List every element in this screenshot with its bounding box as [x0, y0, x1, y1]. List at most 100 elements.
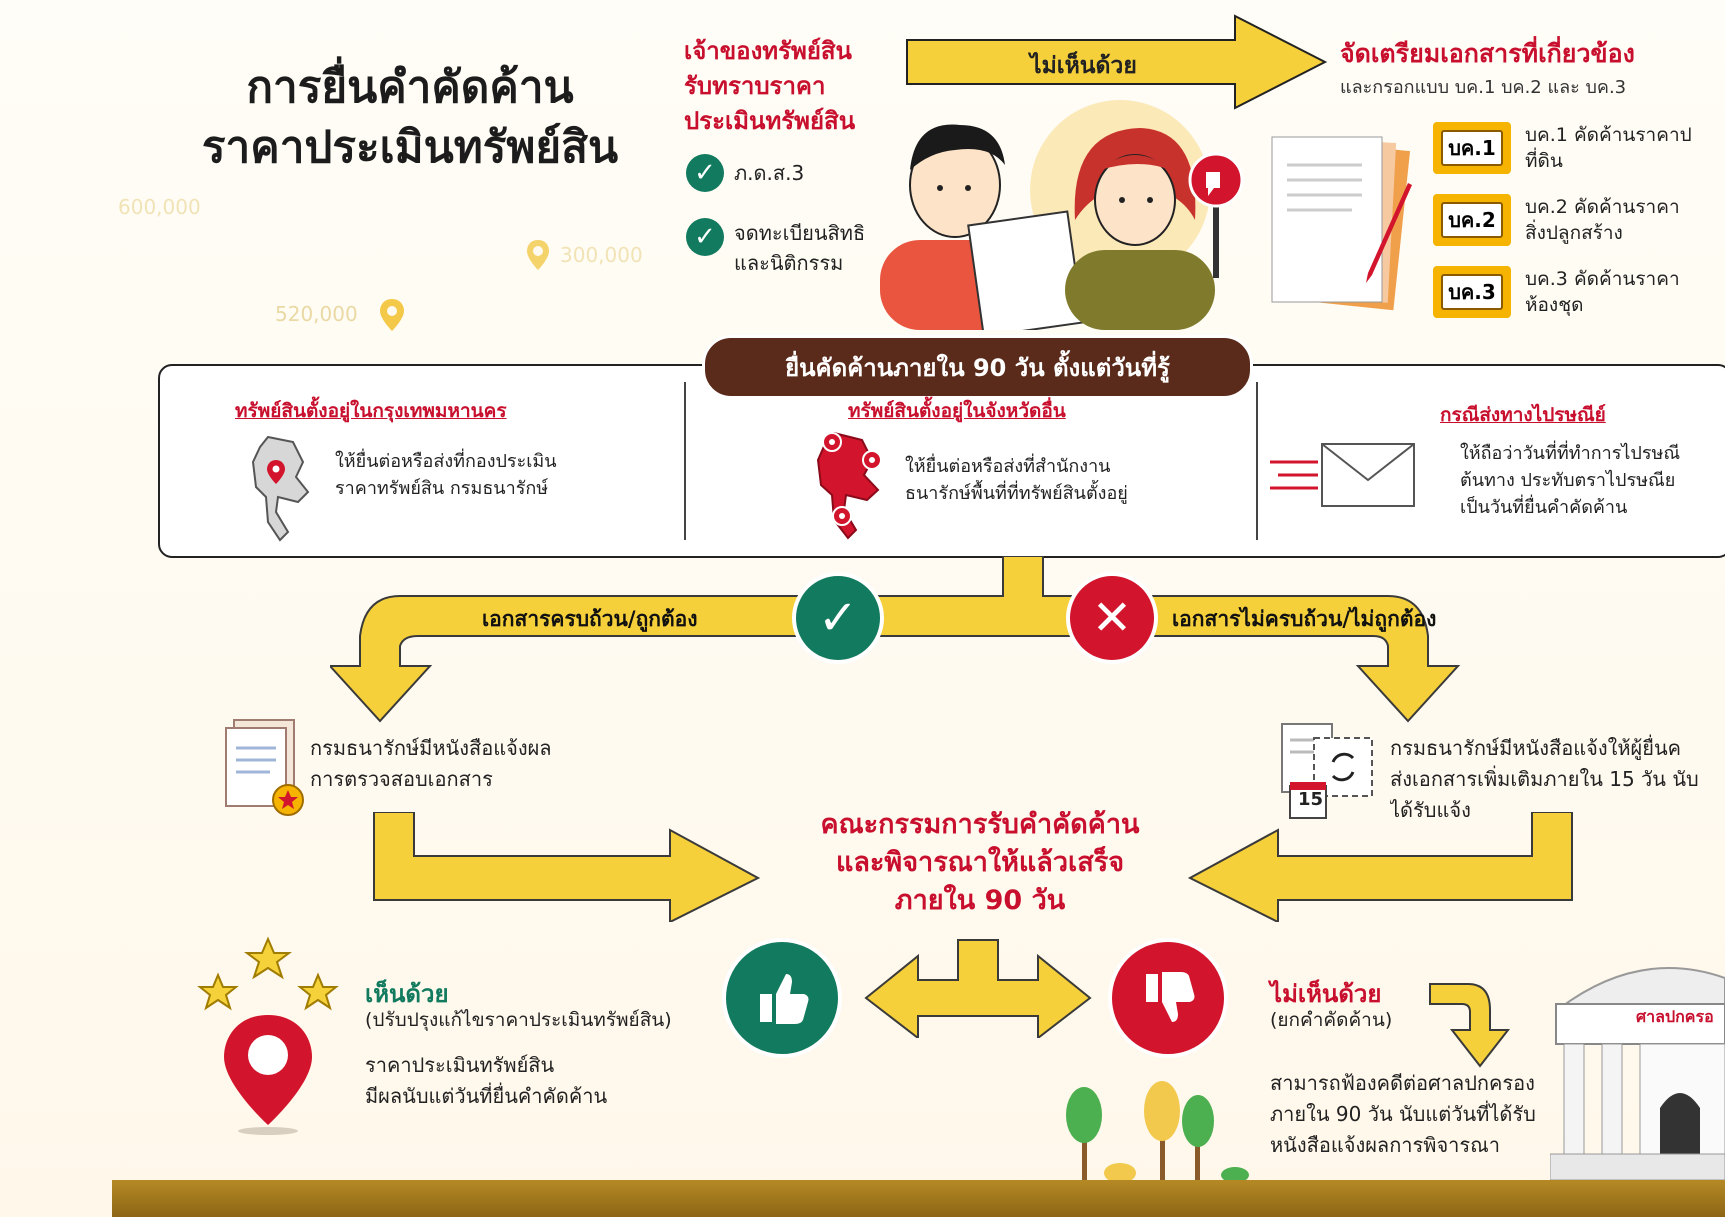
committee-line: ภายใน 90 วัน	[894, 885, 1066, 916]
trees-decoration	[1060, 1075, 1260, 1189]
form-desc: บค.2 คัดค้านราคา	[1525, 196, 1680, 218]
arrow-label: ไม่เห็นด้วย	[1030, 53, 1137, 79]
document-star-icon	[222, 718, 312, 822]
disagree-line: ภายใน 90 วัน นับแต่วันที่ได้รับ	[1270, 1102, 1536, 1126]
calendar-day: 15	[1298, 789, 1324, 810]
checklist-text: ภ.ด.ส.3	[734, 161, 805, 185]
folder-icon: บค.1	[1433, 122, 1511, 174]
committee-line: และพิจารณาให้แล้วเสร็จ	[835, 847, 1125, 878]
folder-icon: บค.2	[1433, 194, 1511, 246]
filing-option-line: ให้ยื่นต่อหรือส่งที่กองประเมิน	[335, 451, 557, 472]
folder-icon: บค.3	[1433, 266, 1511, 318]
incomplete-result: กรมธนารักษ์มีหนังสือแจ้งให้ผู้ยื่นค ส่งเ…	[1390, 733, 1725, 826]
title-line: ราคาประเมินทรัพย์สิน	[201, 122, 619, 173]
thumbs-down-icon	[1186, 150, 1246, 284]
owner-heading-line: รับทราบราคา	[684, 72, 826, 100]
court-building-icon	[1549, 948, 1725, 1184]
divider	[684, 382, 686, 540]
filing-option-title: กรณีส่งทางไปรษณีย์	[1440, 404, 1606, 426]
check-icon: ✓	[686, 218, 724, 256]
disagree-line: หนังสือแจ้งผลการพิจารณา	[1270, 1133, 1500, 1157]
background-value: 520,000	[275, 302, 358, 326]
thailand-map-icon	[812, 428, 892, 547]
disagree-subtitle: (ยกคำคัดค้าน)	[1270, 1009, 1393, 1031]
prepare-subtitle: และกรอกแบบ บค.1 บค.2 และ บค.3	[1340, 77, 1627, 98]
thailand-map-icon	[248, 432, 318, 546]
form-label: บค.2	[1441, 202, 1503, 238]
stars-location-icon	[188, 935, 348, 1139]
arrow-to-court	[1428, 980, 1518, 1074]
filing-option-line: ต้นทาง ประทับตราไปรษณีย	[1460, 470, 1676, 491]
form-desc: สิ่งปลูกสร้าง	[1525, 222, 1623, 244]
agree-detail: ราคาประเมินทรัพย์สิน มีผลนับแต่วันที่ยื่…	[365, 1050, 607, 1112]
filing-option-line: ให้ยื่นต่อหรือส่งที่สำนักงาน	[905, 456, 1111, 477]
incomplete-result-line: ได้รับแจ้ง	[1390, 798, 1471, 822]
deadline-banner: ยื่นคัดค้านภายใน 90 วัน ตั้งแต่วันที่รู้	[702, 335, 1253, 399]
filing-option-title: ทรัพย์สินตั้งอยู่ในกรุงเทพมหานคร	[235, 400, 507, 422]
disagree-line: สามารถฟ้องคดีต่อศาลปกครอง	[1270, 1071, 1535, 1095]
complete-result-line: กรมธนารักษ์มีหนังสือแจ้งผล	[310, 736, 552, 760]
court-sign: ศาลปกครอ	[1636, 1007, 1714, 1026]
prepare-title: จัดเตรียมเอกสารที่เกี่ยวข้อง	[1340, 39, 1635, 68]
form-label: บค.3	[1441, 274, 1503, 310]
checklist-text: จดทะเบียนสิทธิ	[734, 221, 866, 245]
form-desc: ห้องชุด	[1525, 294, 1584, 316]
committee-line: คณะกรรมการรับคำคัดค้าน	[820, 809, 1140, 840]
checklist-item: ✓ ภ.ด.ส.3	[686, 154, 804, 192]
complete-result-line: การตรวจสอบเอกสาร	[310, 767, 493, 791]
location-pin-icon	[378, 297, 406, 337]
background-value: 300,000	[560, 243, 643, 267]
form-desc: บค.1 คัดค้านราคาป	[1525, 124, 1692, 146]
checklist-item: ✓ จดทะเบียนสิทธิ และนิติกรรม	[686, 218, 865, 278]
location-pin-icon	[525, 238, 551, 276]
agree-title: เห็นด้วย	[365, 980, 449, 1008]
calendar-icon	[1278, 720, 1378, 824]
page-title: การยื่นคำคัดค้าน ราคาประเมินทรัพย์สิน	[150, 58, 670, 178]
arrow-to-committee-right	[1186, 811, 1576, 926]
envelope-icon	[1268, 440, 1418, 514]
form-desc: ที่ดิน	[1525, 150, 1563, 172]
committee-heading: คณะกรรมการรับคำคัดค้าน และพิจารณาให้แล้ว…	[760, 806, 1200, 920]
check-icon: ✓	[686, 154, 724, 192]
branch-arrows	[327, 555, 1695, 730]
cross-icon: ✕	[1066, 572, 1158, 664]
agree-subtitle: (ปรับปรุงแก้ไขราคาประเมินทรัพย์สิน)	[365, 1009, 672, 1031]
divider	[1256, 382, 1258, 540]
title-line: การยื่นคำคัดค้าน	[246, 62, 574, 113]
filing-option-line: เป็นวันที่ยื่นคำคัดค้าน	[1460, 497, 1628, 518]
filing-option-line: ให้ถือว่าวันที่ที่ทำการไปรษณี	[1460, 443, 1681, 464]
thumbs-down-icon	[1108, 938, 1228, 1058]
complete-result: กรมธนารักษ์มีหนังสือแจ้งผล การตรวจสอบเอก…	[310, 733, 552, 795]
people-illustration	[860, 100, 1260, 338]
owner-heading-line: เจ้าของทรัพย์สิน	[684, 37, 852, 65]
decision-arrows	[858, 938, 1098, 1042]
background-value: 600,000	[118, 195, 201, 219]
incomplete-result-line: ส่งเอกสารเพิ่มเติมภายใน 15 วัน นับ	[1390, 767, 1699, 791]
form-label: บค.1	[1441, 130, 1503, 166]
disagree-arrow	[905, 12, 1335, 116]
incomplete-label: เอกสารไม่ครบถ้วน/ไม่ถูกต้อง	[1172, 607, 1437, 631]
ground-bar	[112, 1180, 1725, 1217]
agree-line: ราคาประเมินทรัพย์สิน	[365, 1053, 555, 1077]
form-item: บค.1 บค.1 คัดค้านราคาปที่ดิน	[1433, 122, 1705, 174]
complete-label: เอกสารครบถ้วน/ถูกต้อง	[482, 607, 698, 631]
disagree-title: ไม่เห็นด้วย	[1270, 980, 1382, 1008]
check-icon: ✓	[792, 572, 884, 664]
incomplete-result-line: กรมธนารักษ์มีหนังสือแจ้งให้ผู้ยื่นค	[1390, 736, 1682, 760]
filing-option-text: ให้ยื่นต่อหรือส่งที่กองประเมิน ราคาทรัพย…	[335, 448, 557, 502]
form-item: บค.2 บค.2 คัดค้านราคาสิ่งปลูกสร้าง	[1433, 194, 1705, 246]
form-item: บค.3 บค.3 คัดค้านราคาห้องชุด	[1433, 266, 1705, 318]
form-desc: บค.3 คัดค้านราคา	[1525, 268, 1680, 290]
filing-option-text: ให้ยื่นต่อหรือส่งที่สำนักงาน ธนารักษ์พื้…	[905, 453, 1128, 507]
thumbs-up-icon	[722, 938, 842, 1058]
checklist-text: และนิติกรรม	[734, 251, 844, 275]
filing-option-line: ราคาทรัพย์สิน กรมธนารักษ์	[335, 478, 549, 499]
agree-line: มีผลนับแต่วันที่ยื่นคำคัดค้าน	[365, 1084, 608, 1108]
filing-option-title: ทรัพย์สินตั้งอยู่ในจังหวัดอื่น	[848, 400, 1066, 422]
document-stack-icon	[1262, 125, 1422, 329]
owner-heading: เจ้าของทรัพย์สิน รับทราบราคา ประเมินทรัพ…	[684, 34, 855, 139]
owner-heading-line: ประเมินทรัพย์สิน	[684, 107, 856, 135]
arrow-to-committee-left	[372, 811, 762, 926]
filing-option-text: ให้ถือว่าวันที่ที่ทำการไปรษณี ต้นทาง ประ…	[1460, 440, 1725, 521]
